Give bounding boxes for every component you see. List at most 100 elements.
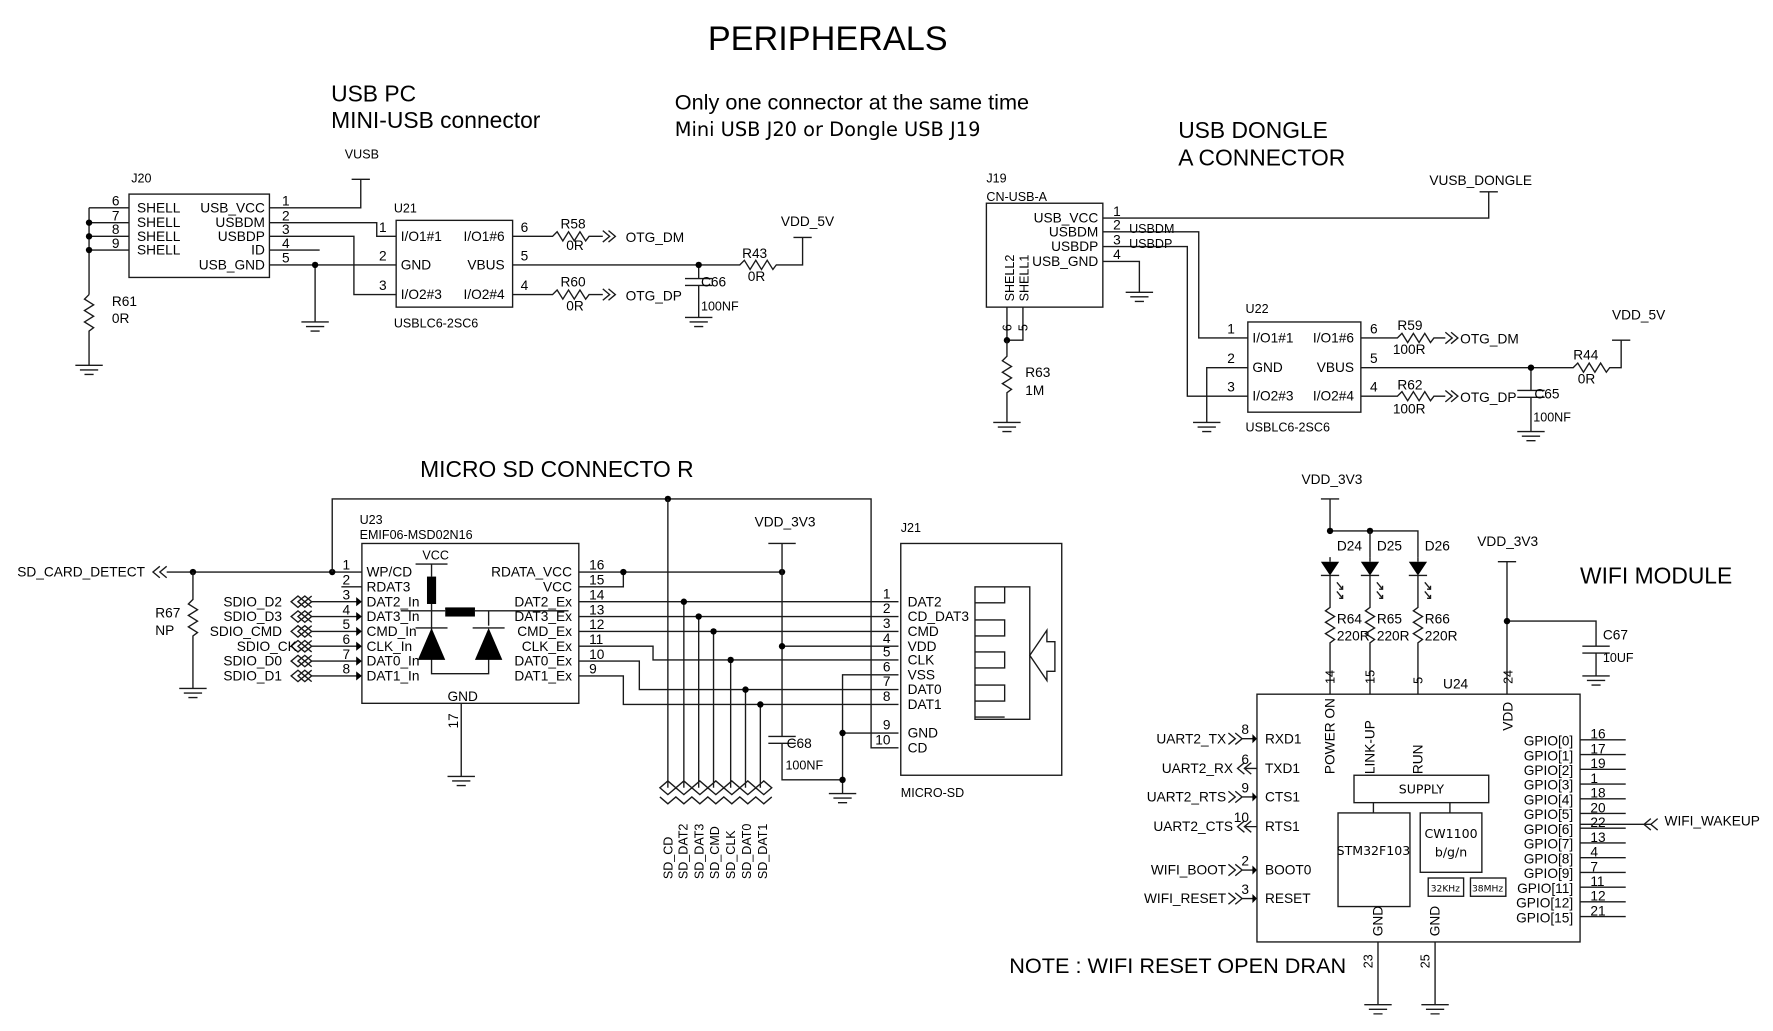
bus-net-label: SD_CMD bbox=[708, 826, 722, 879]
pin-name: I/O2#3 bbox=[401, 287, 442, 302]
resistor-ref: R66 bbox=[1425, 611, 1450, 626]
pin-number: 5 bbox=[342, 617, 350, 632]
pin-number: 2 bbox=[883, 601, 891, 616]
pin-number: 1 bbox=[1227, 321, 1235, 336]
pin-number: 3 bbox=[1227, 380, 1235, 395]
u21-body bbox=[395, 219, 514, 308]
pin-number: 5 bbox=[282, 251, 290, 266]
pin-number: 13 bbox=[1590, 830, 1606, 845]
pin-number: 24 bbox=[1502, 670, 1516, 684]
pin-name: SHELL1 bbox=[1018, 255, 1032, 302]
net-sdio: SDIO_D3 bbox=[223, 609, 282, 624]
pin-name: USBDP bbox=[218, 229, 265, 244]
j21-ref: J21 bbox=[901, 521, 921, 535]
j19-part: CN-USB-A bbox=[986, 190, 1047, 204]
pin-name: GPIO[7] bbox=[1524, 837, 1573, 852]
pin-number: 5 bbox=[1016, 324, 1030, 331]
pin-name: GPIO[15] bbox=[1516, 910, 1573, 925]
wire bbox=[1227, 732, 1254, 745]
bus-net-label: SD_DAT2 bbox=[676, 824, 690, 880]
pin-number: 15 bbox=[589, 573, 605, 588]
pin-number: 3 bbox=[1241, 882, 1249, 897]
pin-number: 25 bbox=[1418, 954, 1432, 968]
pin-number: 8 bbox=[1241, 722, 1249, 737]
pin-name: VCC bbox=[543, 579, 572, 594]
vcc-label: VCC bbox=[422, 548, 448, 562]
r58-ref: R58 bbox=[561, 216, 586, 231]
net-vdd-3v3: VDD_3V3 bbox=[1301, 472, 1362, 487]
wire bbox=[1236, 820, 1257, 833]
pin-name: VDD bbox=[908, 639, 937, 654]
pin-number: 22 bbox=[1590, 815, 1605, 830]
pin-name: I/O2#4 bbox=[1313, 389, 1354, 404]
pin-number: 5 bbox=[1370, 351, 1378, 366]
pin-name: DAT0_Ex bbox=[514, 654, 572, 669]
net-sdio: SDIO_D1 bbox=[223, 668, 282, 683]
usb-dongle-circuit bbox=[985, 191, 1631, 442]
pin-name: USBDM bbox=[1049, 224, 1098, 239]
pin-name: USB_VCC bbox=[200, 200, 265, 215]
c66-ref: C66 bbox=[701, 275, 726, 290]
led-ref: D25 bbox=[1377, 538, 1402, 553]
pin-name: DAT3_In bbox=[366, 609, 419, 624]
supply-block bbox=[1353, 774, 1490, 804]
net-vdd-3v3: VDD_3V3 bbox=[755, 514, 816, 529]
u22-ref: U22 bbox=[1246, 302, 1269, 316]
r44-value: 0R bbox=[1578, 372, 1596, 387]
pin-number: 4 bbox=[282, 236, 290, 251]
pin-number: 3 bbox=[883, 616, 891, 631]
pin-number: 5 bbox=[521, 248, 529, 263]
net-label: USBDM bbox=[1129, 222, 1174, 236]
wire bbox=[1424, 581, 1432, 599]
r61-value: 0R bbox=[112, 311, 130, 326]
pin-name: CMD bbox=[908, 624, 939, 639]
block-label: STM32F103 bbox=[1337, 843, 1411, 858]
wire bbox=[1227, 892, 1254, 905]
wire bbox=[1408, 557, 1428, 695]
pin-number: 8 bbox=[342, 662, 350, 677]
block-label: 38MHz bbox=[1472, 885, 1503, 895]
pin-name: GPIO[2] bbox=[1524, 763, 1573, 778]
net-label: UART2_RTS bbox=[1147, 790, 1226, 805]
r43-value: 0R bbox=[748, 269, 766, 284]
net-vdd-5v: VDD_5V bbox=[781, 214, 835, 229]
pin-number: 23 bbox=[1361, 954, 1375, 968]
pin-name: ID bbox=[251, 243, 265, 258]
pin-name: VBUS bbox=[467, 257, 504, 272]
pin-number: 1 bbox=[1590, 771, 1598, 786]
pin-name: I/O2#4 bbox=[464, 287, 505, 302]
pin-name: RESET bbox=[1265, 891, 1311, 906]
pin-number: 1 bbox=[883, 586, 891, 601]
wire bbox=[290, 669, 313, 683]
pin-number: 8 bbox=[112, 222, 120, 237]
pin-number: 7 bbox=[112, 208, 120, 223]
led-ref: D26 bbox=[1425, 538, 1450, 553]
pin-name: GPIO[1] bbox=[1524, 748, 1573, 763]
pin-number: 19 bbox=[1590, 756, 1605, 771]
led-icon bbox=[1360, 561, 1380, 576]
pin-name: USBDP bbox=[1051, 239, 1098, 254]
bus-net-label: SD_CD bbox=[661, 837, 675, 880]
connector-note-line2: Mini USB J20 or Dongle USB J19 bbox=[675, 118, 981, 141]
pin-name: VBUS bbox=[1317, 360, 1354, 375]
block-label: b/g/n bbox=[1435, 844, 1467, 859]
pin-name: RTS1 bbox=[1265, 819, 1300, 834]
pin-number: 9 bbox=[1241, 780, 1249, 795]
led-ref: D24 bbox=[1337, 538, 1362, 553]
wire bbox=[290, 595, 313, 609]
pin-name: USB_GND bbox=[1032, 254, 1098, 269]
pin-name: SHELL2 bbox=[1003, 255, 1017, 302]
micro-sd-heading: MICRO SD CONNECTO R bbox=[420, 456, 694, 482]
pin-number: 9 bbox=[883, 718, 891, 733]
pin-name: GND bbox=[1428, 906, 1443, 937]
net-label: UART2_TX bbox=[1156, 731, 1226, 746]
block-label: 32KHz bbox=[1431, 885, 1460, 895]
net-label: UART2_CTS bbox=[1153, 819, 1233, 834]
r62-value: 100R bbox=[1393, 401, 1426, 416]
pin-name: CTS1 bbox=[1265, 790, 1300, 805]
pin-number: 17 bbox=[446, 713, 461, 728]
radio-block bbox=[1419, 812, 1483, 873]
pin-number: 9 bbox=[112, 236, 120, 251]
pin-number: 2 bbox=[282, 208, 290, 223]
u23-ref: U23 bbox=[360, 513, 383, 527]
